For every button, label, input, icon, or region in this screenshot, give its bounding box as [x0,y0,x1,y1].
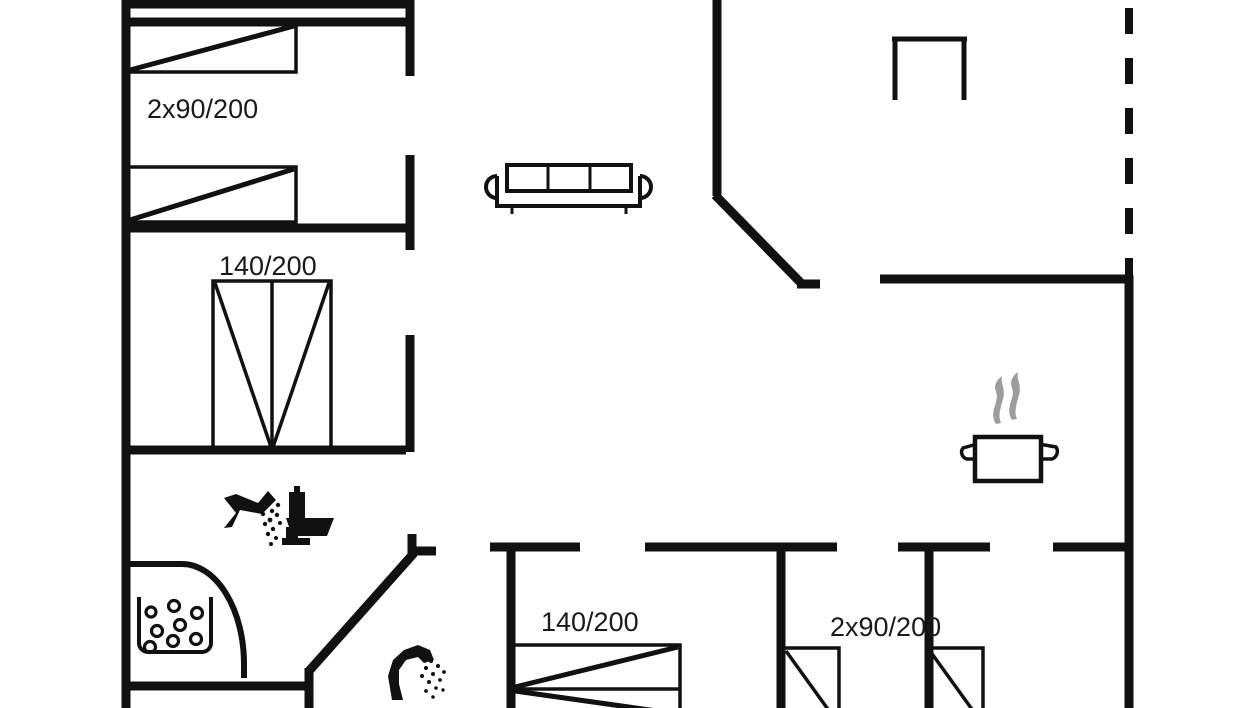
toilet-base [282,538,310,545]
steam-wisp-left [993,376,1004,424]
label-140-200-lower: 140/200 [541,607,639,637]
whirlpool-bubbles [142,598,205,655]
bed-diagonal-left [213,282,273,448]
bed-diagonal-lower [514,688,654,708]
bed-diagonal [784,649,830,708]
toilet-icon [282,486,334,545]
sofa-body [495,176,642,208]
sofa-icon [484,163,653,214]
pot-body [972,434,1044,484]
cooking-pot-icon [959,372,1060,484]
label-2x90-200-top: 2x90/200 [147,94,258,124]
steam-wisp-right [1009,372,1020,420]
whirlpool-tub [137,597,213,654]
label-140-200-upper: 140/200 [219,251,317,281]
label-2x90-200-lower: 2x90/200 [830,612,941,642]
toilet-flush-button [294,486,300,494]
pot-handle-right [1037,441,1060,461]
shower-water-drops [260,502,282,546]
sofa-arm-left [484,174,498,200]
shower-water-drops [420,658,446,699]
bed-diagonal [129,166,295,223]
kitchen-niche [892,36,967,100]
wall-group [121,0,1134,708]
livingroom-diagonal-wall [711,191,806,288]
shower-arm [224,491,276,528]
bed-diagonal-upper [514,644,679,690]
door-swing-arc [126,561,247,678]
shower-head-icon [388,645,446,700]
bathroom-diagonal-wall [305,550,418,674]
bed-group [126,22,985,708]
sofa-arm-right [639,174,653,200]
dimension-labels: 2x90/200 140/200 140/200 2x90/200 [147,94,941,642]
toilet-cistern [289,492,305,526]
pot-handle-left [959,441,979,461]
shower-head-icon [224,491,282,546]
shower-arm [388,645,434,700]
door-arc [126,561,247,678]
bed-diagonal [129,23,295,73]
bed-diagonal [928,649,974,708]
whirlpool-icon [137,597,213,655]
bed-diagonal-right [271,282,331,448]
